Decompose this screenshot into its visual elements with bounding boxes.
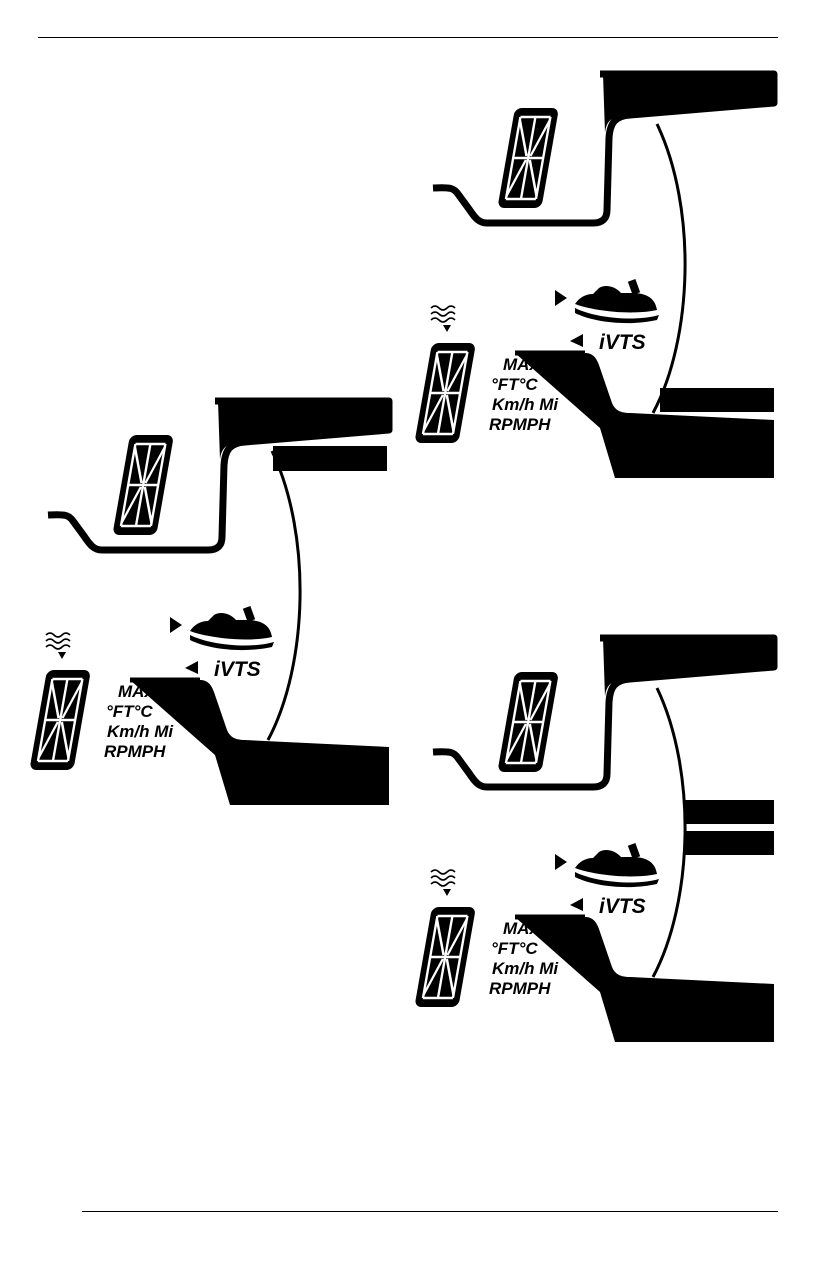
lower-digit [30,670,90,770]
right-arrow-icon [170,617,182,633]
panel-3: iVTS MAX °FT°C Km/h Mi RPMPH [415,632,778,1044]
speed-unit-label: Km/h Mi [492,959,559,978]
water-temp-icon [45,632,71,650]
water-temp-icon [430,869,456,887]
down-arrow-icon [58,652,66,659]
upper-housing-fill [215,401,389,460]
upper-housing-fill [600,638,774,697]
rpm-label: RPMPH [489,415,551,434]
upper-digit [498,108,558,208]
max-label: MAX [118,682,157,701]
level-bar [273,446,387,471]
ivts-label: iVTS [599,331,646,354]
upper-housing [47,397,393,554]
temp-unit-label: °FT°C [491,375,538,394]
level-bar [660,388,774,412]
watercraft-icon [190,606,274,651]
right-arrow-icon [555,290,567,306]
ivts-label: iVTS [214,658,261,681]
left-arrow-icon [570,334,583,347]
upper-housing [432,70,778,227]
gauge-arc [651,687,687,978]
speed-unit-label: Km/h Mi [107,722,174,741]
gauge-arc [266,450,302,741]
level-bar [685,831,774,855]
lower-housing [130,680,389,805]
upper-housing [432,634,778,791]
gauge-arc [651,123,687,414]
max-label: MAX [503,355,542,374]
rpm-label: RPMPH [104,742,166,761]
upper-digit [113,435,173,535]
left-arrow-icon [570,898,583,911]
upper-housing-fill [600,74,774,133]
max-label: MAX [503,919,542,938]
lower-digit [415,343,475,443]
level-bar [685,800,774,824]
upper-digit [498,672,558,772]
down-arrow-icon [443,889,451,896]
lower-digit [415,907,475,1007]
left-arrow-icon [185,661,198,674]
top-rule [38,37,778,38]
temp-unit-label: °FT°C [106,702,153,721]
panel-2: iVTS MAX °FT°C Km/h Mi RPMPH [415,68,778,480]
watercraft-icon [575,843,659,888]
panel-1: iVTS MAX °FT°C Km/h Mi RPMPH [30,395,393,807]
right-arrow-icon [555,854,567,870]
ivts-label: iVTS [599,895,646,918]
watercraft-icon [575,279,659,324]
temp-unit-label: °FT°C [491,939,538,958]
down-arrow-icon [443,325,451,332]
speed-unit-label: Km/h Mi [492,395,559,414]
bottom-rule [82,1211,778,1212]
rpm-label: RPMPH [489,979,551,998]
lower-housing [515,353,774,478]
water-temp-icon [430,305,456,323]
lower-housing [515,917,774,1042]
